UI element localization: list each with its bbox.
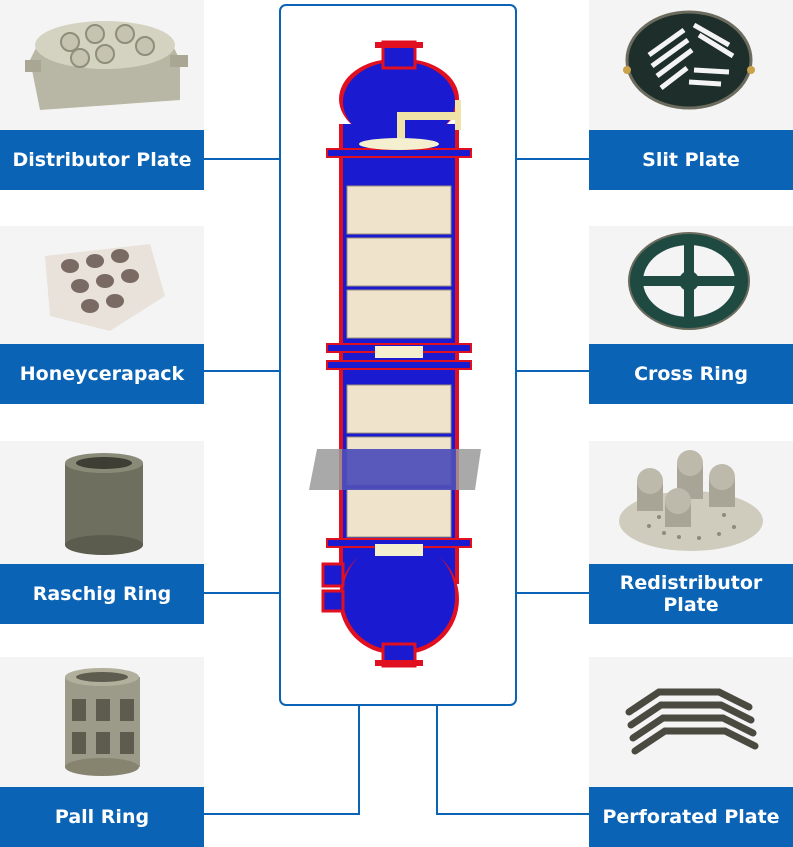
card-redistributor-plate: Redistributor Plate [589,441,793,624]
slit-plate-icon [623,10,755,110]
card-raschig-ring: Raschig Ring [0,441,204,624]
card-pall-ring: Pall Ring [0,657,204,847]
redistributor-plate-icon [619,450,763,551]
top-distributor [359,138,439,150]
packed-column-diagram [279,4,517,706]
card-cross-ring: Cross Ring [589,226,793,404]
honeycerapack-icon [45,244,165,331]
mid-support [375,346,423,358]
label-honeycerapack: Honeycerapack [0,344,204,404]
card-honeycerapack: Honeycerapack [0,226,204,404]
cross-ring-icon [628,232,750,330]
pall-ring-icon [65,668,140,776]
card-slit-plate: Slit Plate [589,0,793,190]
distributor-plate-icon [25,21,188,110]
label-pall-ring: Pall Ring [0,787,204,847]
label-slit-plate: Slit Plate [589,130,793,190]
card-perforated-plate: Perforated Plate [589,657,793,847]
bottom-support [375,544,423,556]
label-redistributor-plate: Redistributor Plate [589,564,793,624]
raschig-ring-icon [65,453,143,555]
label-distributor-plate: Distributor Plate [0,130,204,190]
perforated-plate-icon [625,688,759,755]
label-raschig-ring: Raschig Ring [0,564,204,624]
label-cross-ring: Cross Ring [589,344,793,404]
card-distributor-plate: Distributor Plate [0,0,204,190]
label-perforated-plate: Perforated Plate [589,787,793,847]
